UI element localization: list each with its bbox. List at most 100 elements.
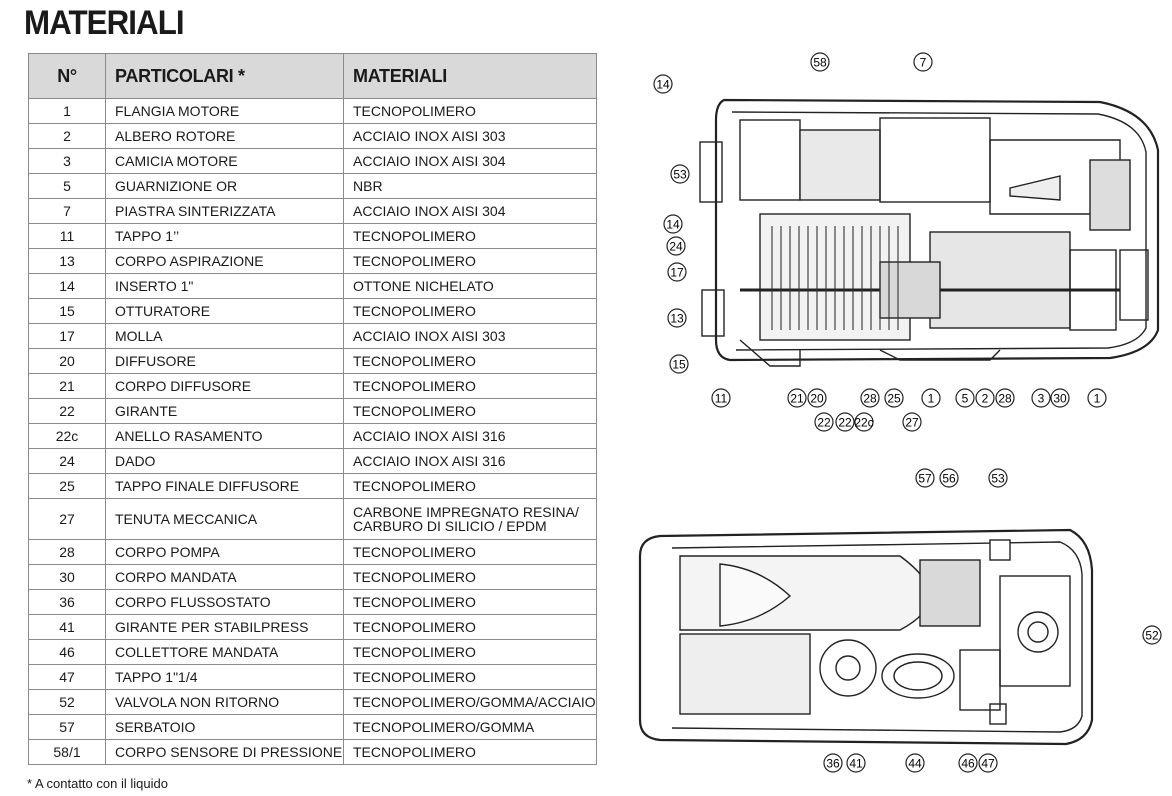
- callout-label: 15: [672, 358, 686, 372]
- part-callout: 3: [1031, 388, 1051, 408]
- part-callout: 11: [711, 388, 731, 408]
- part-callout: 44: [905, 753, 925, 773]
- pump-section-drawing: [699, 98, 1160, 367]
- callout-label: 44: [908, 757, 922, 771]
- row-number: 22c: [28, 423, 106, 449]
- row-number: 58/1: [28, 739, 106, 765]
- callout-label: 7: [920, 56, 927, 70]
- row-material: NBR: [343, 173, 597, 199]
- row-part: CAMICIA MOTORE: [105, 148, 344, 174]
- part-callout: 47: [978, 753, 998, 773]
- page-title: MATERIALI: [24, 4, 185, 42]
- part-callout: 21: [787, 388, 807, 408]
- callout-label: 2: [982, 392, 989, 406]
- part-callout: 22c: [854, 412, 874, 432]
- callout-label: 22: [817, 416, 831, 430]
- row-number: 5: [28, 173, 106, 199]
- part-callout: 22: [835, 412, 855, 432]
- col-header-part: PARTICOLARI *: [105, 53, 344, 99]
- part-callout: 25: [884, 388, 904, 408]
- callout-label: 17: [670, 266, 684, 280]
- part-callout: 52: [1142, 625, 1162, 645]
- row-part: GUARNIZIONE OR: [105, 173, 344, 199]
- callout-label: 20: [810, 392, 824, 406]
- part-callout: 13: [667, 308, 687, 328]
- row-number: 14: [28, 273, 106, 299]
- callout-label: 14: [656, 78, 670, 92]
- row-material: ACCIAIO INOX AISI 316: [343, 448, 597, 474]
- row-number: 13: [28, 248, 106, 274]
- callout-label: 14: [666, 218, 680, 232]
- row-part: DIFFUSORE: [105, 348, 344, 374]
- row-material: TECNOPOLIMERO: [343, 539, 597, 565]
- col-header-material: MATERIALI: [343, 53, 597, 99]
- row-part: INSERTO 1": [105, 273, 344, 299]
- part-callout: 5: [955, 388, 975, 408]
- row-material: TECNOPOLIMERO: [343, 664, 597, 690]
- part-callout: 1: [921, 388, 941, 408]
- row-part: CORPO SENSORE DI PRESSIONE: [105, 739, 344, 765]
- part-callout: 17: [667, 262, 687, 282]
- part-callout: 14: [663, 214, 683, 234]
- row-material: TECNOPOLIMERO: [343, 248, 597, 274]
- callout-label: 5: [962, 392, 969, 406]
- callout-label: 36: [826, 757, 840, 771]
- callout-label: 25: [887, 392, 901, 406]
- callout-label: 46: [961, 757, 975, 771]
- part-callout: 53: [988, 468, 1008, 488]
- footnote: * A contatto con il liquido: [27, 776, 168, 791]
- callout-label: 53: [991, 472, 1005, 486]
- callout-label: 11: [715, 392, 728, 406]
- row-number: 25: [28, 473, 106, 499]
- callout-label: 22c: [854, 416, 873, 430]
- row-material: TECNOPOLIMERO: [343, 589, 597, 615]
- callout-label: 22: [838, 416, 852, 430]
- callout-label: 28: [998, 392, 1012, 406]
- row-material: TECNOPOLIMERO: [343, 98, 597, 124]
- callout-label: 52: [1145, 629, 1159, 643]
- row-material: TECNOPOLIMERO: [343, 348, 597, 374]
- part-callout: 1: [1087, 388, 1107, 408]
- part-callout: 30: [1050, 388, 1070, 408]
- callout-label: 24: [669, 240, 683, 254]
- pump-plan-drawing: [638, 528, 1094, 746]
- table-header-row: N° PARTICOLARI * MATERIALI: [28, 53, 597, 99]
- row-part: DADO: [105, 448, 344, 474]
- part-callout: 27: [902, 412, 922, 432]
- callout-label: 41: [849, 757, 863, 771]
- row-number: 22: [28, 398, 106, 424]
- row-number: 11: [28, 223, 106, 249]
- row-number: 57: [28, 714, 106, 740]
- row-part: ANELLO RASAMENTO: [105, 423, 344, 449]
- row-material: TECNOPOLIMERO: [343, 223, 597, 249]
- row-material: TECNOPOLIMERO: [343, 614, 597, 640]
- row-part: PIASTRA SINTERIZZATA: [105, 198, 344, 224]
- callout-label: 1: [928, 392, 935, 406]
- part-callout: 53: [670, 164, 690, 184]
- callout-label: 13: [670, 312, 684, 326]
- callout-label: 53: [673, 168, 687, 182]
- row-material: TECNOPOLIMERO: [343, 639, 597, 665]
- row-part: SERBATOIO: [105, 714, 344, 740]
- row-material: TECNOPOLIMERO: [343, 473, 597, 499]
- callout-label: 27: [905, 416, 919, 430]
